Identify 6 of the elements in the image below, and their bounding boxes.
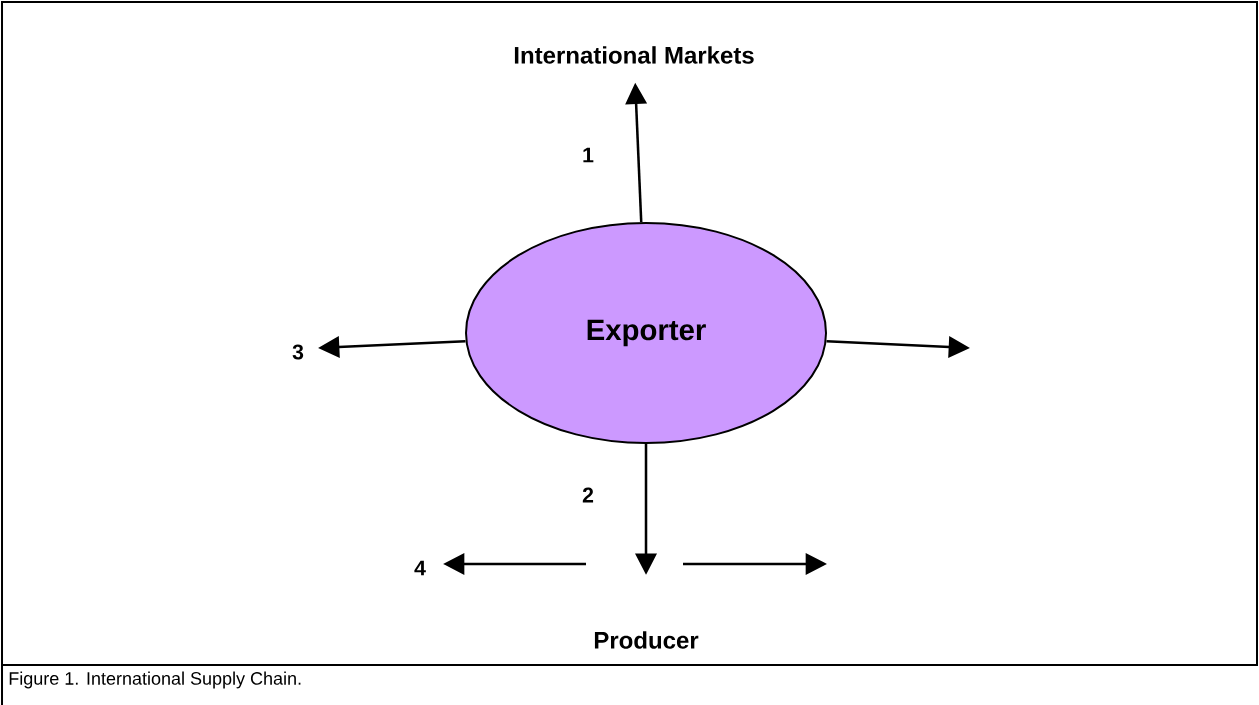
- caption: Figure 1. International Supply Chain.: [9, 671, 301, 689]
- callout-number: 3: [292, 344, 304, 360]
- node-label: International Markets: [514, 46, 754, 64]
- ellipse-node: Exporter: [465, 222, 827, 444]
- node-label: Producer: [594, 631, 699, 649]
- callout-number: 4: [414, 560, 426, 576]
